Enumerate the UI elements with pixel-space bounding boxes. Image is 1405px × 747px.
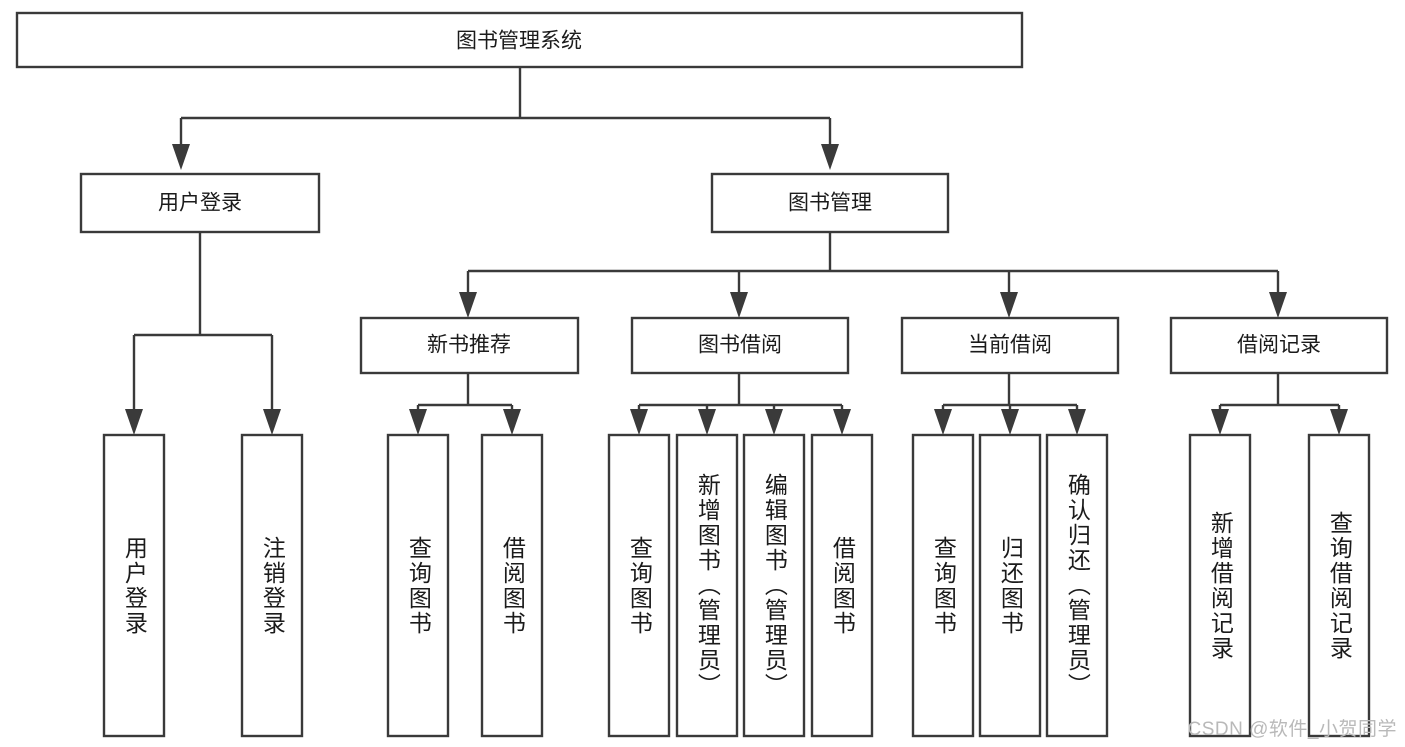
boxes-layer: 图书管理系统 用户登录 图书管理 新书推荐 图书借阅 当前借阅 借阅记录 [15,11,1389,738]
node-box-leaf-query-borrow-record[interactable] [1307,433,1371,738]
node-box-leaf-query-book-1[interactable] [386,433,450,738]
node-box-user-login[interactable] [79,172,321,234]
csdn-watermark: CSDN @软件_小贺同学 [1187,719,1397,740]
arrow-head-user-login [172,144,190,170]
node-box-leaf-add-borrow-record[interactable] [1188,433,1252,738]
node-label-book-manage: 图书管理 [788,192,872,215]
arrow-head-borrow-record [1269,292,1287,318]
arrow-head-leaf-return-book [1001,409,1019,435]
node-box-new-book-recommend[interactable] [359,316,580,375]
connectors-layer [125,67,1348,435]
node-box-leaf-logout-login[interactable] [240,433,304,738]
arrow-head-leaf-query-borrow-record [1330,409,1348,435]
node-box-leaf-borrow-book-2[interactable] [810,433,874,738]
arrow-head-leaf-add-borrow-record [1211,409,1229,435]
node-box-leaf-user-login[interactable] [102,433,166,738]
node-box-borrow-record[interactable] [1169,316,1389,375]
node-label-root: 图书管理系统 [456,30,582,53]
arrow-head-leaf-edit-book [765,409,783,435]
node-box-leaf-edit-book[interactable] [742,433,806,738]
node-label-borrow-record: 借阅记录 [1237,334,1321,357]
node-label-book-borrow: 图书借阅 [698,334,782,357]
node-box-current-borrow[interactable] [900,316,1120,375]
arrow-head-current-borrow [1000,292,1018,318]
node-box-leaf-query-book-2[interactable] [607,433,671,738]
node-box-leaf-add-book[interactable] [675,433,739,738]
arrow-head-leaf-confirm-return [1068,409,1086,435]
node-box-book-borrow[interactable] [630,316,850,375]
arrow-head-leaf-borrow-book-2 [833,409,851,435]
arrow-head-leaf-user-login [125,409,143,435]
arrow-head-leaf-query-book-3 [934,409,952,435]
node-label-current-borrow: 当前借阅 [968,334,1052,357]
node-label-new-book-recommend: 新书推荐 [427,334,511,357]
arrow-head-new-book-recommend [459,292,477,318]
arrow-head-leaf-logout-login [263,409,281,435]
node-box-leaf-borrow-book-1[interactable] [480,433,544,738]
node-box-leaf-return-book[interactable] [978,433,1042,738]
node-box-root[interactable] [15,11,1024,69]
arrow-head-leaf-borrow-book-1 [503,409,521,435]
arrow-head-book-borrow [730,292,748,318]
node-box-leaf-confirm-return[interactable] [1045,433,1109,738]
node-label-user-login: 用户登录 [158,192,242,215]
arrow-head-leaf-add-book [698,409,716,435]
node-box-leaf-query-book-3[interactable] [911,433,975,738]
arrow-head-leaf-query-book-1 [409,409,427,435]
arrow-head-book-manage [821,144,839,170]
node-box-book-manage[interactable] [710,172,950,234]
arrow-head-leaf-query-book-2 [630,409,648,435]
